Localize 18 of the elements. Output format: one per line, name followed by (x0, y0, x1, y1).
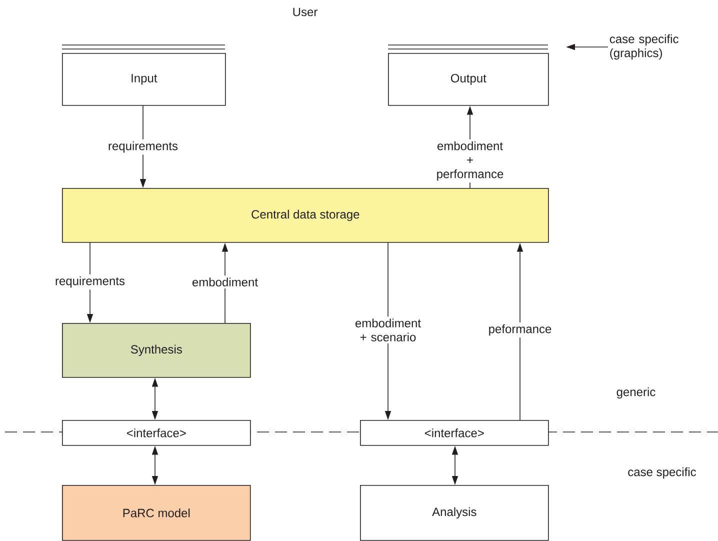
interface-box: <interface> (62, 420, 251, 446)
region-label: generic (616, 387, 656, 399)
input-box: Input (62, 53, 226, 106)
edge-label: requirements (106, 139, 180, 155)
process-box: Synthesis (62, 323, 251, 378)
edge-label: embodiment + performance (431, 139, 509, 183)
interface-box: <interface> (360, 420, 549, 446)
edge-label: embodiment + scenario (349, 316, 427, 344)
region-label: User (293, 8, 318, 16)
storage-box: Central data storage (62, 188, 549, 243)
output-box: Output (388, 53, 549, 106)
edge-label: peformance (486, 322, 554, 338)
analysis-box: Analysis (360, 485, 549, 541)
model-box: PaRC model (62, 485, 251, 541)
edge-label: embodiment (190, 276, 260, 288)
region-label: case specific (628, 467, 696, 479)
note-text: case specific (graphics) (610, 34, 678, 60)
edge-label: requirements (53, 274, 128, 290)
